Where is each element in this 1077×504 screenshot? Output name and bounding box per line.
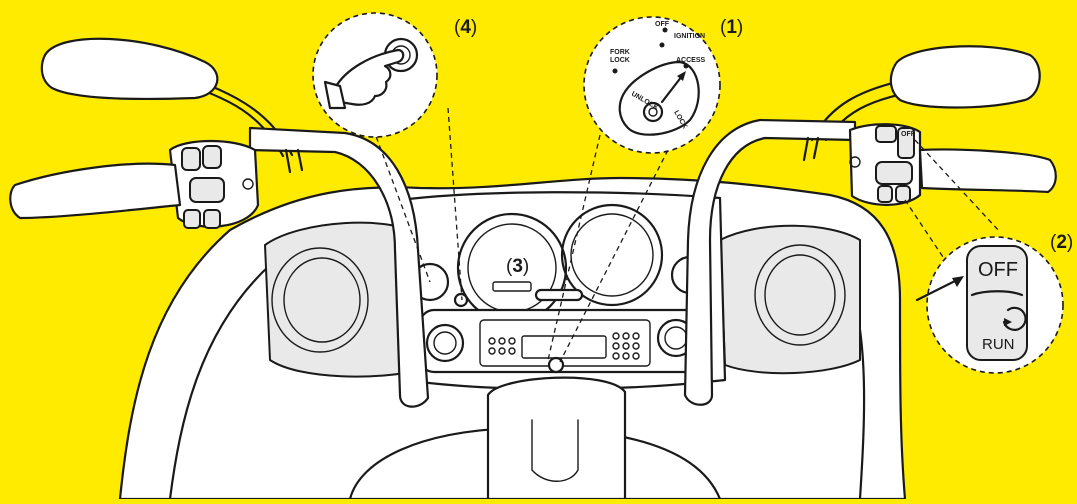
switch-run-label: RUN <box>982 336 1015 353</box>
left-mirror <box>40 37 219 101</box>
callout-label-2: 2 <box>1056 232 1067 253</box>
ignition-access-label: ACCESS <box>676 57 706 64</box>
finger-hand-icon <box>333 48 405 106</box>
ignition-off-label: OFF <box>655 21 670 28</box>
callout-label-3: 3 <box>512 256 523 277</box>
ignition-lock-label: LOCK <box>610 57 630 64</box>
left-grip <box>9 162 182 220</box>
right-speaker-pod <box>719 224 861 375</box>
run-off-switch-large <box>966 245 1028 361</box>
small-off-label: OFF <box>901 131 916 138</box>
run-off-switch-small <box>897 127 915 159</box>
pointer-arrow-icon <box>915 278 959 302</box>
svg-text:(4): (4) <box>454 17 477 38</box>
tachometer-gauge <box>560 203 664 307</box>
rotate-arrow-icon <box>1002 306 1027 331</box>
left-handlebar <box>9 37 430 408</box>
callout-4-reset-button <box>312 12 438 138</box>
callout-1-ignition: OFF IGNITION FORK LOCK ACCESS UNLOCK LOC… <box>583 16 721 154</box>
svg-text:(2): (2) <box>1050 232 1073 253</box>
callout-label-4: 4 <box>460 17 471 38</box>
ignition-key-switch <box>547 356 565 374</box>
right-grip <box>918 148 1057 194</box>
right-mirror <box>889 45 1041 109</box>
dash-panel <box>398 191 727 391</box>
svg-text:(1): (1) <box>720 17 743 38</box>
callout-2-run-off-switch: OFF RUN <box>915 236 1064 374</box>
odometer-reset-button <box>453 292 469 308</box>
tank-console <box>348 376 722 501</box>
svg-text:(3): (3) <box>506 256 529 277</box>
ignition-ignition-label: IGNITION <box>674 33 705 40</box>
callout-label-1: 1 <box>726 17 737 38</box>
switch-off-label: OFF <box>978 259 1018 281</box>
ignition-key-slot <box>642 101 664 123</box>
ignition-fork-label: FORK <box>610 49 630 56</box>
